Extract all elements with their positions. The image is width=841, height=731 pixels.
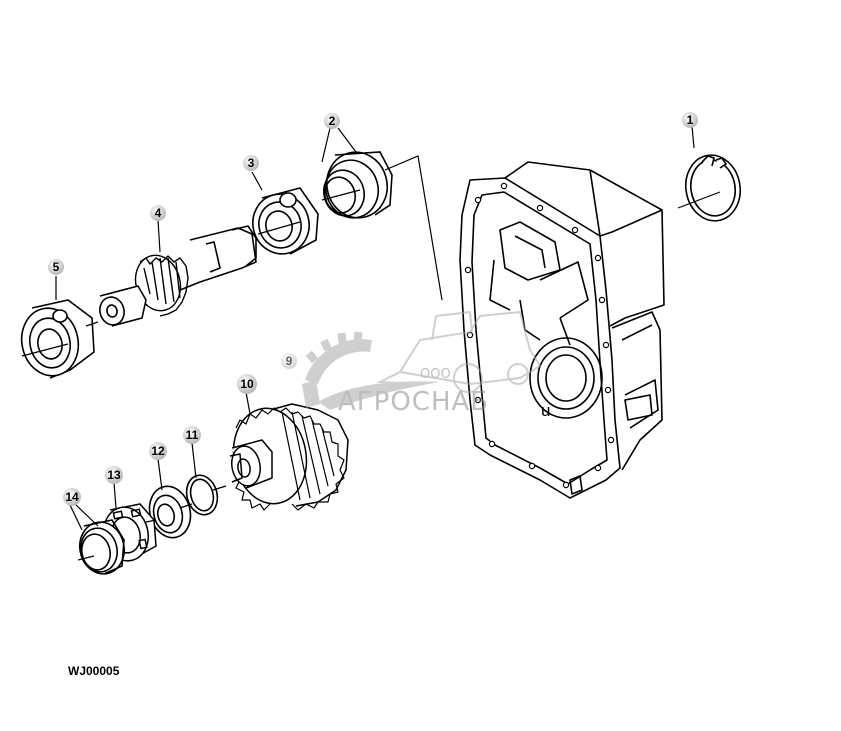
callout-label: 1	[687, 113, 694, 127]
pinion-shaft-part-4	[99, 225, 257, 327]
agrosnab-watermark: ООО АГРОСНАБ	[302, 310, 542, 417]
harvester-logo-mark	[376, 310, 542, 393]
callout-14: 14	[63, 488, 81, 506]
cluster-gear-part-10	[229, 403, 349, 511]
callout-9: 9	[281, 353, 297, 369]
flange-bolt-holes	[464, 182, 615, 489]
callout-label: 4	[155, 206, 162, 220]
pinion-gear-teeth	[134, 254, 189, 317]
callout-label: 12	[151, 444, 165, 458]
circlip-part-1	[684, 154, 742, 222]
callout-label: 9	[286, 354, 293, 368]
gearbox-housing	[459, 161, 665, 499]
stray-letter: u	[541, 401, 550, 420]
callout-11: 11	[183, 426, 201, 444]
cluster-gear-teeth	[235, 407, 345, 511]
watermark-prefix: ООО	[420, 367, 451, 382]
callout-label: 14	[65, 490, 79, 504]
callout-leaders	[55, 125, 695, 531]
callout-label: 3	[248, 156, 255, 170]
callout-2: 2	[324, 113, 340, 129]
cog-logo-mark	[302, 331, 440, 410]
callout-4: 4	[150, 205, 166, 221]
callout-label: 11	[186, 428, 199, 442]
callout-3: 3	[243, 155, 259, 171]
callout-5: 5	[48, 259, 64, 275]
bearing-part-3	[252, 187, 319, 255]
callout-bubbles: 1 2 3 4 5 9 10 11 12 13 14	[48, 112, 698, 506]
callout-label: 5	[53, 260, 60, 274]
watermark-name: АГРОСНАБ	[338, 387, 489, 417]
callout-label: 10	[240, 377, 254, 391]
figure-code: WJ00005	[68, 664, 120, 678]
callout-1: 1	[682, 112, 698, 128]
callout-13: 13	[105, 466, 123, 484]
bearing-cups-part-14	[79, 519, 125, 575]
callout-10: 10	[237, 374, 257, 394]
callout-label: 2	[329, 114, 336, 128]
callout-label: 13	[107, 468, 121, 482]
bearing-part-5	[20, 299, 95, 379]
bearing-race-part-2	[322, 151, 393, 219]
snap-ring-part-11	[185, 474, 219, 516]
callout-12: 12	[149, 442, 167, 460]
assembly-lines	[21, 155, 721, 561]
